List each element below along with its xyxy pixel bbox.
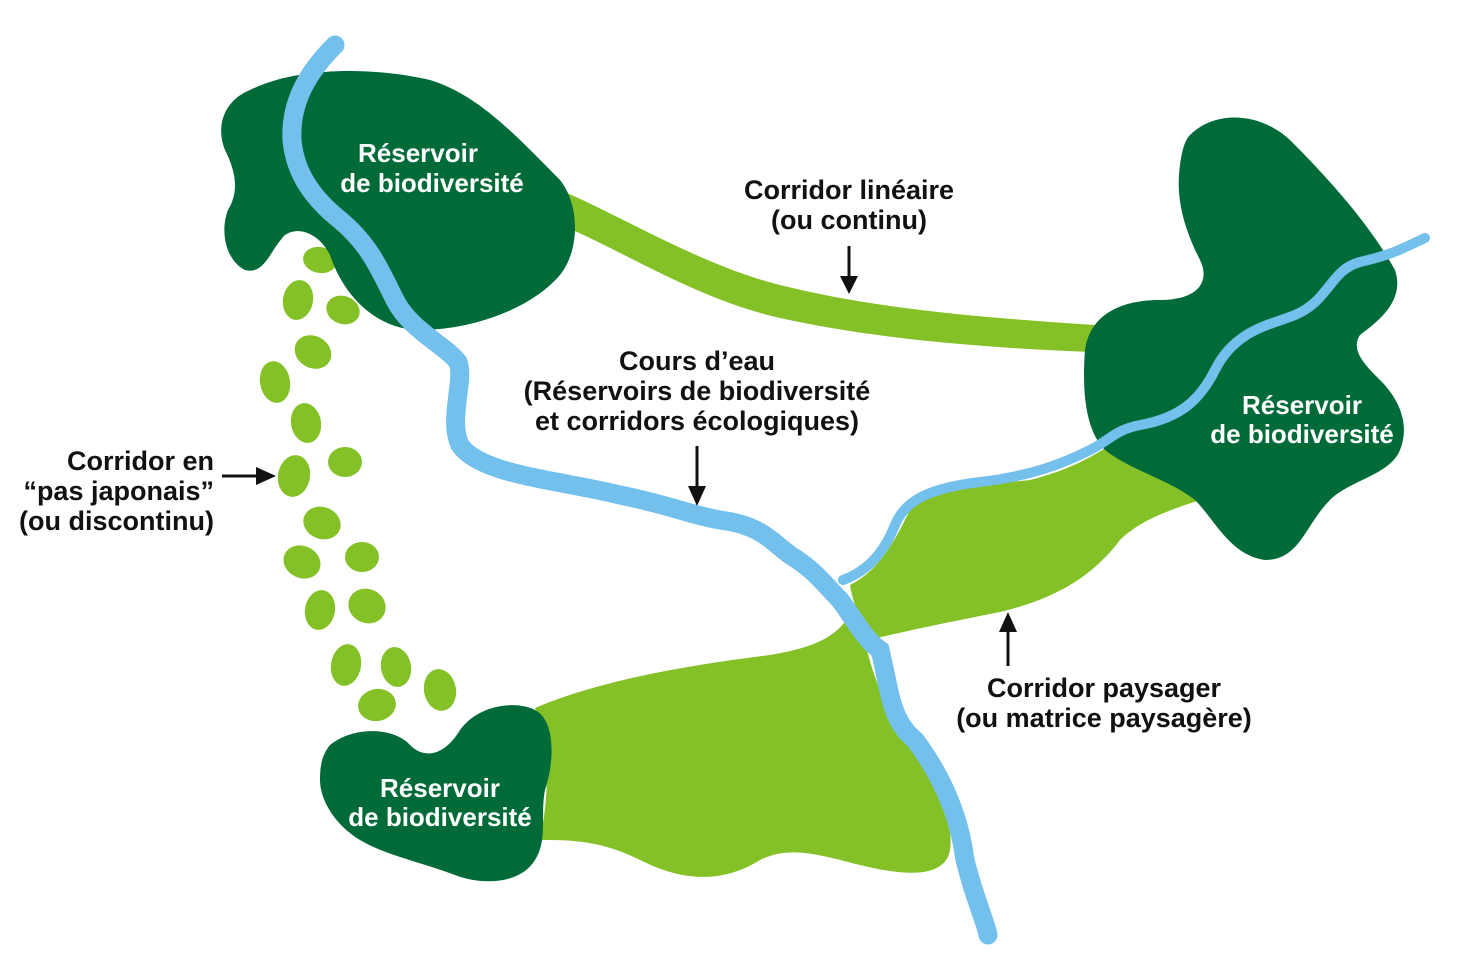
stepping-stone	[358, 688, 396, 722]
landscape-corridor-label-1: Corridor paysager	[987, 673, 1222, 703]
reservoir-bottom-left-label-2: de biodiversité	[348, 802, 532, 832]
landscape-corridor-label-2: (ou matrice paysagère)	[956, 703, 1252, 733]
stepping-stone	[423, 669, 457, 711]
stepping-stone	[303, 506, 341, 540]
watercourse-label-2: (Réservoirs de biodiversité	[524, 376, 871, 406]
arrow-up-icon	[999, 612, 1017, 666]
stepping-stone	[345, 542, 379, 572]
arrow-down-icon	[840, 246, 858, 294]
stepping-stone	[380, 647, 412, 687]
watercourse-label-1: Cours d’eau	[619, 346, 775, 376]
stepping-stone	[259, 361, 291, 403]
stepping-stone	[348, 588, 386, 624]
stepping-stone	[283, 545, 321, 579]
landscape-corridor-south	[535, 620, 951, 877]
stepping-stone	[328, 447, 362, 477]
reservoir-top-left-shape	[221, 70, 575, 331]
stepping-stones-label-2: “pas japonais”	[23, 476, 214, 506]
arrow-down-icon	[688, 446, 706, 506]
landscape-corridor-east	[850, 445, 1200, 640]
stepping-stone	[294, 335, 332, 369]
watercourse-label-3: et corridors écologiques)	[535, 406, 859, 436]
reservoir-bottom-left-shape	[320, 705, 552, 882]
linear-corridor-label-1: Corridor linéaire	[744, 175, 954, 205]
stepping-stone	[282, 280, 314, 320]
reservoir-right-label-2: de biodiversité	[1210, 419, 1394, 449]
stepping-stones-label-3: (ou discontinu)	[19, 506, 214, 536]
reservoir-right-label-1: Réservoir	[1242, 390, 1362, 420]
stepping-stones-corridor	[259, 246, 457, 722]
reservoir-bottom-left-label-1: Réservoir	[380, 773, 500, 803]
stepping-stone	[304, 590, 336, 630]
linear-corridor	[560, 190, 1095, 352]
arrow-right-icon	[222, 467, 276, 485]
stepping-stone	[290, 403, 322, 443]
reservoir-top-left-label-1: Réservoir	[358, 138, 478, 168]
main-river	[282, 35, 998, 945]
stepping-stone	[277, 455, 311, 497]
stepping-stones-label-1: Corridor en	[67, 446, 214, 476]
linear-corridor-label-2: (ou continu)	[771, 205, 927, 235]
tributary-river	[838, 233, 1430, 585]
stepping-stone	[330, 644, 362, 686]
reservoir-top-left-label-2: de biodiversité	[340, 168, 524, 198]
stepping-stone	[326, 295, 360, 325]
stepping-stone	[303, 246, 337, 274]
